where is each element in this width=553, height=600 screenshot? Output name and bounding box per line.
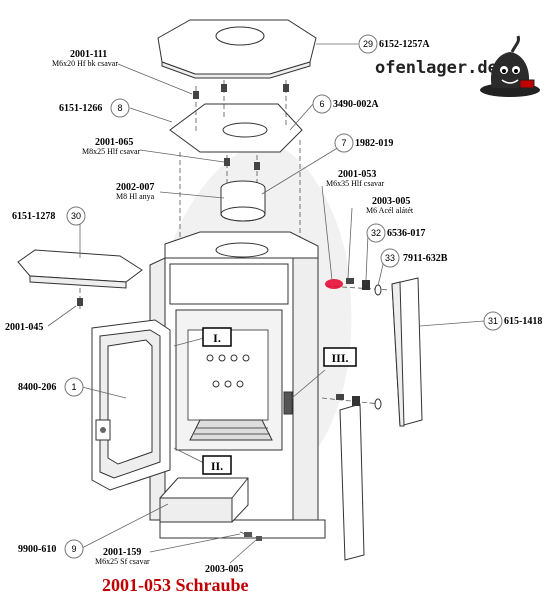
callout-7: 7 1982-019 <box>334 133 393 153</box>
callout-30: 30 6151-1278 <box>12 206 86 226</box>
callout-29: 29 6152-1257A <box>358 34 430 54</box>
leader-lines <box>47 43 485 564</box>
fastener-2001-111-desc: M6x20 Hf bk csavar <box>52 59 118 68</box>
callout-7-number: 7 <box>341 138 346 148</box>
side-plate-30-part <box>17 249 143 289</box>
detail-box-ii-label: II. <box>211 459 223 473</box>
callout-8-code: 6151-1266 <box>59 103 102 114</box>
fastener-2001-065: 2001-065 M8x25 Hlf csavar <box>82 137 141 156</box>
detail-box-ii: II. <box>202 455 232 475</box>
side-panel-31-part <box>391 277 423 427</box>
detail-box-i-label: I. <box>213 331 221 345</box>
bolts-top <box>193 80 289 200</box>
top-plate-part <box>157 19 317 79</box>
callout-32: 32 6536-017 <box>366 223 425 243</box>
callout-29-code: 6152-1257A <box>379 39 430 50</box>
brand-logo: ofenlager.de <box>375 35 540 97</box>
fastener-2001-111: 2001-111 M6x20 Hf bk csavar <box>52 49 118 68</box>
side-panel-lower-part <box>339 403 365 561</box>
callout-8-number: 8 <box>117 103 122 113</box>
fastener-2002-007: 2002-007 M8 Hl anya <box>116 182 155 201</box>
detail-box-iii-label: III. <box>331 351 348 365</box>
fastener-2003-005-top-code: 2003-005 <box>372 196 410 207</box>
callout-9-code: 9900-610 <box>18 544 56 555</box>
fastener-2002-007-code: 2002-007 <box>116 182 154 193</box>
mascot-icon <box>480 35 540 97</box>
callout-31-code: 615-1418 <box>504 316 542 327</box>
callout-1: 1 8400-206 <box>18 377 84 397</box>
callout-9-number: 9 <box>71 544 76 554</box>
callout-32-code: 6536-017 <box>387 228 425 239</box>
callout-29-number: 29 <box>363 39 373 49</box>
right-hardware <box>283 278 391 415</box>
callout-33: 33 7911-632B <box>380 248 448 268</box>
fastener-2001-111-code: 2001-111 <box>70 49 107 60</box>
fastener-2001-065-code: 2001-065 <box>95 137 133 148</box>
callout-7-code: 1982-019 <box>355 138 393 149</box>
fastener-2001-053: 2001-053 M6x35 Hlf csavar <box>326 169 385 188</box>
callout-1-number: 1 <box>71 382 76 392</box>
flue-collar-part <box>220 180 266 222</box>
callout-9: 9 9900-610 <box>18 539 84 559</box>
highlight-marker <box>325 279 343 289</box>
plate-8-part <box>169 103 303 153</box>
fastener-2001-159-desc: M6x25 Sf csavar <box>95 557 150 566</box>
bottom-screws <box>239 531 263 541</box>
brand-text: ofenlager.de <box>375 58 498 78</box>
fastener-2001-053-desc: M6x35 Hlf csavar <box>326 179 385 188</box>
callout-30-code: 6151-1278 <box>12 211 55 222</box>
callout-31-number: 31 <box>488 316 498 326</box>
fastener-2001-045-code: 2001-045 <box>5 322 43 333</box>
ash-drawer-part <box>159 477 249 523</box>
page-title: 2001-053 Schraube <box>102 575 249 595</box>
callout-6-code: 3490-002A <box>333 99 379 110</box>
callout-8: 8 6151-1266 <box>59 98 130 118</box>
fastener-2001-159: 2001-159 M6x25 Sf csavar <box>95 547 150 566</box>
callout-30-number: 30 <box>71 211 81 221</box>
fastener-2001-065-desc: M8x25 Hlf csavar <box>82 147 141 156</box>
detail-box-iii: III. <box>323 347 357 367</box>
fastener-2001-053-code: 2001-053 <box>338 169 376 180</box>
detail-box-i: I. <box>202 327 232 347</box>
fastener-2001-159-code: 2001-159 <box>103 547 141 558</box>
fastener-2003-005-top: 2003-005 M6 Acél alátét <box>366 196 414 215</box>
fastener-2002-007-desc: M8 Hl anya <box>116 192 155 201</box>
door-part <box>91 319 171 491</box>
callout-6: 6 3490-002A <box>312 94 379 114</box>
fastener-2003-005-bottom-code: 2003-005 <box>205 564 243 575</box>
fastener-2001-045: 2001-045 <box>5 322 43 333</box>
fastener-2003-005-bottom: 2003-005 <box>205 564 243 575</box>
callout-31: 31 615-1418 <box>483 311 542 331</box>
callout-1-code: 8400-206 <box>18 382 56 393</box>
fastener-2003-005-top-desc: M6 Acél alátét <box>366 206 414 215</box>
callout-33-code: 7911-632B <box>403 253 448 264</box>
callout-32-number: 32 <box>371 228 381 238</box>
callout-33-number: 33 <box>385 253 395 263</box>
callout-6-number: 6 <box>319 99 324 109</box>
stove-body <box>149 231 326 539</box>
